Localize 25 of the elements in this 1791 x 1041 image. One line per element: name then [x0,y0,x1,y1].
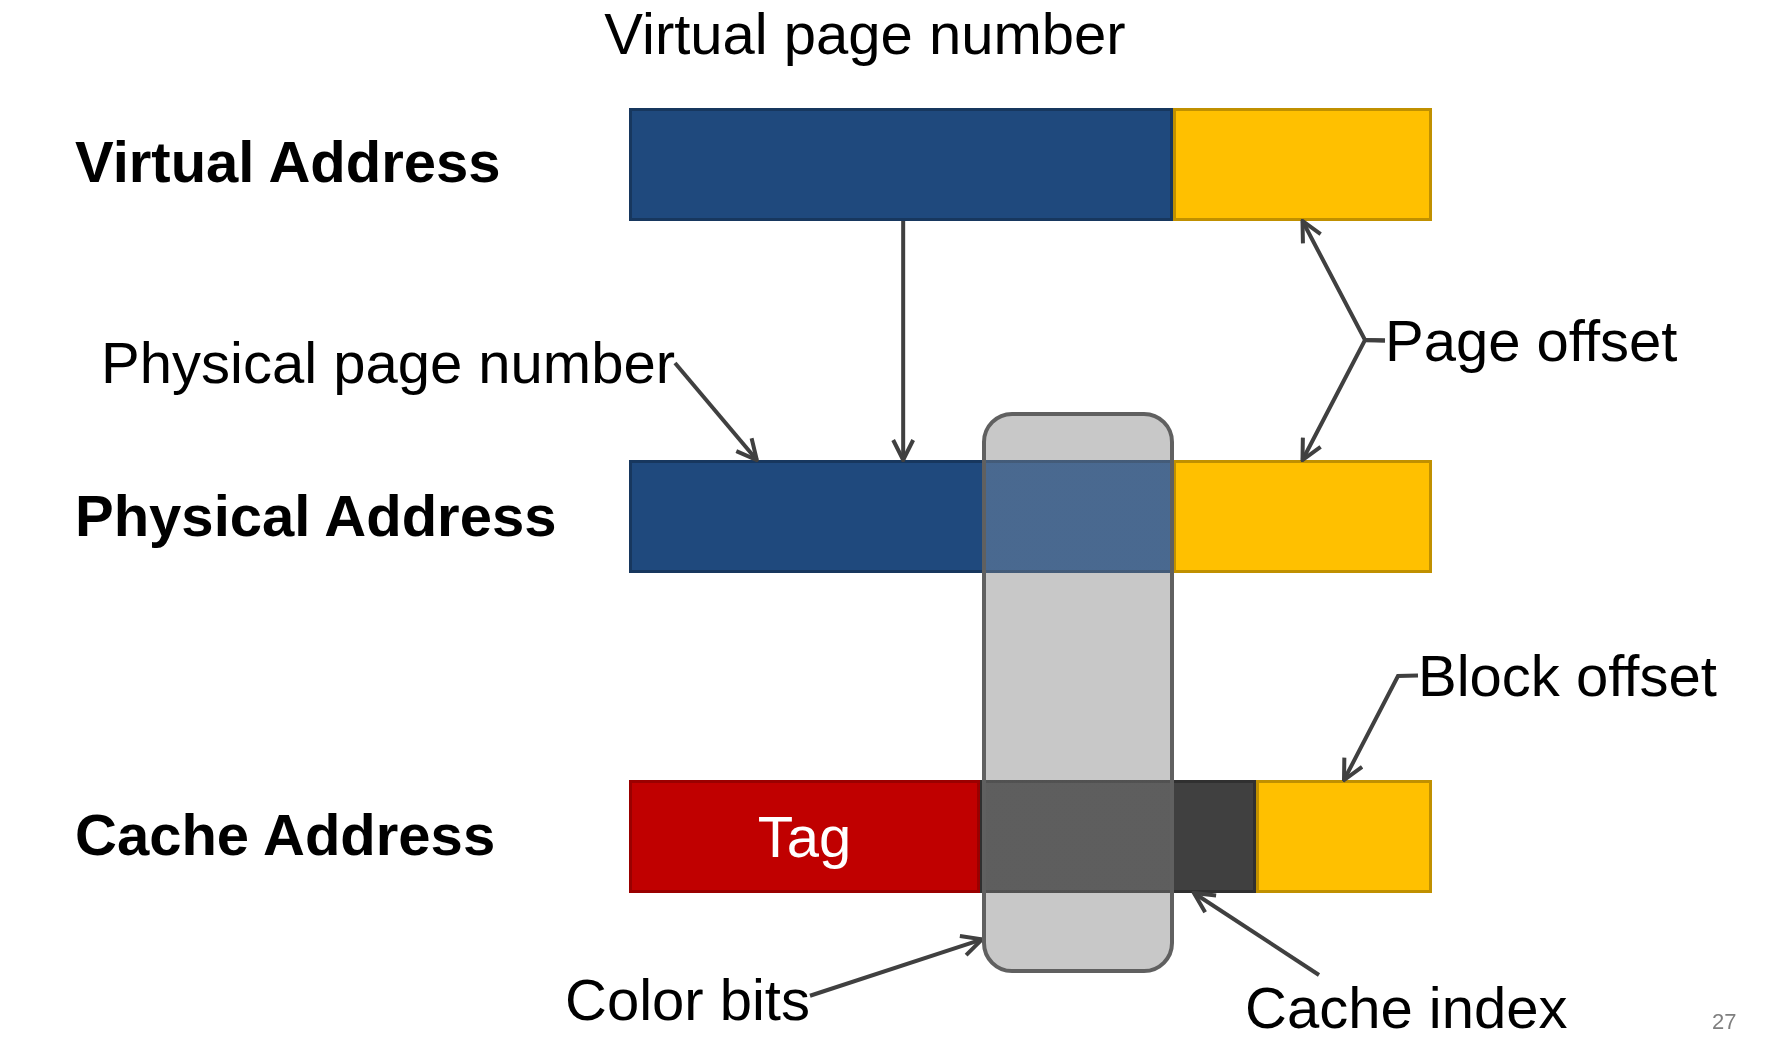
field-caption: Virtual page number [603,2,1127,66]
page-number-field [629,108,1173,221]
callout-text: Page offset [1385,308,1678,373]
color-bits-overlay [982,412,1174,973]
row-label: Virtual Address [75,130,501,194]
callout-text: Cache index [1245,976,1568,1040]
leader-line [1191,891,1321,977]
tag-field [629,780,980,893]
leader-line [809,934,984,998]
arrow [891,221,916,462]
row-label: Cache Address [75,803,496,867]
block-offset-field [1256,780,1432,893]
callout-text: Physical page number [101,331,675,395]
leader-line [673,361,759,462]
row-label: Physical Address [75,484,557,548]
offset-field [1173,460,1432,573]
callout-text: Color bits [565,967,810,1032]
leader-line [1300,337,1386,462]
leader-line [1342,673,1419,782]
offset-field [1173,108,1432,221]
cache-index-field [980,780,1256,893]
callout-text: Block offset [1418,643,1717,708]
slide-number: 27 [1712,1010,1737,1035]
page-number-field [629,460,1173,573]
field-label: Tag [757,804,852,869]
